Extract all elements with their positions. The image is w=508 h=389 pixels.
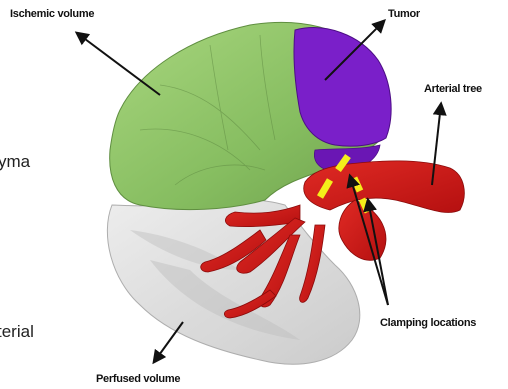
arterial-tree-label: Arterial tree <box>424 83 482 95</box>
cropped-text-bottom: terial <box>0 322 34 342</box>
ischemic-volume-label: Ischemic volume <box>10 8 94 20</box>
perfused-volume-label: Perfused volume <box>96 373 180 385</box>
perfused-arrow <box>154 322 183 362</box>
ischemic-arrow <box>77 33 160 95</box>
tumor-label: Tumor <box>388 8 420 20</box>
cropped-text-top: yma <box>0 152 30 172</box>
clamping-locations-label: Clamping locations <box>380 317 476 329</box>
tumor <box>294 28 391 147</box>
